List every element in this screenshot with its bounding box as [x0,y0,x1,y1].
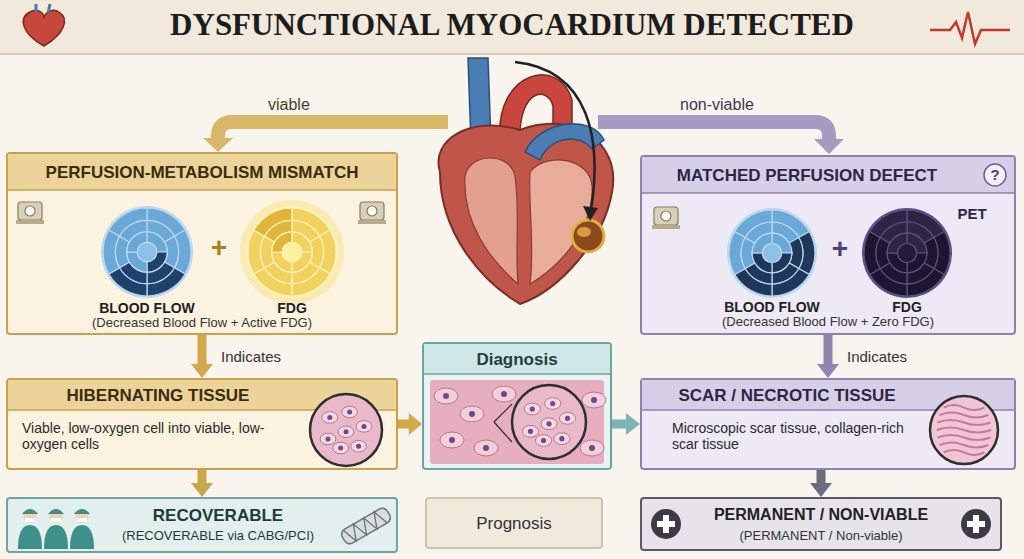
pointer-arrow [515,62,598,221]
connector-shaft [198,335,207,365]
node-text: (RECOVERABLE via CABG/PCI) [103,529,333,544]
prognosis-panel: Prognosis [425,497,603,549]
arrow-head [409,413,422,435]
node-text: ? [983,166,1007,183]
edge-label: Indicates [218,348,284,365]
node-text: PET [942,205,1002,222]
heart-icon [23,4,64,46]
viable-branch-arrow [203,122,448,152]
node-text: BLOOD FLOW [702,299,842,315]
connector-shaft [817,470,826,484]
arrow-head [817,364,839,378]
node-text: Microscopic scar tissue, collagen-rich s… [672,420,924,452]
matched-defect-panel: MATCHED PERFUSION DEFECT? PET + BLOOD FLOW F… [640,155,1016,335]
node-heading: Prognosis [427,514,601,534]
node-text: Viable, low-oxygen cell into viable, low… [22,420,294,452]
connector-arrow [612,413,640,435]
connector-shaft [824,335,833,365]
arrow-head [191,364,213,378]
arrow-head [191,483,213,497]
heart-illustration [438,58,613,304]
node-heading: PERMANENT / NON-VIABLE [687,506,955,524]
node-heading: MATCHED PERFUSION DEFECT [642,166,972,186]
mismatch-panel: PERFUSION-METABOLISM MISMATCH + BLOOD FLOW… [6,152,398,335]
scar-panel: SCAR / NECROTIC TISSUE Microscopic scar t… [640,378,1016,470]
node-heading: RECOVERABLE [103,506,333,526]
node-text: BLOOD FLOW [77,300,217,316]
node-text: (Decreased Blood Flow + Zero FDG) [642,315,1014,330]
title-banner [0,0,1024,54]
node-heading: Diagnosis [424,350,610,370]
arrow-head [626,413,640,435]
node-text: (Decreased Blood Flow + Active FDG) [8,316,396,331]
diagnosis-panel: Diagnosis [422,342,612,470]
recoverable-panel: RECOVERABLE (RECOVERABLE via CABG/PCI) [6,497,398,553]
connector-shaft [398,420,410,429]
connector-shaft [612,420,627,429]
node-heading: HIBERNATING TISSUE [18,386,298,406]
node-heading: PERFUSION-METABOLISM MISMATCH [8,163,396,183]
connector-arrow [191,335,213,378]
connector-arrow [810,470,832,497]
node-text: (PERMANENT / Non-viable) [687,529,955,544]
connector-arrow [398,413,422,435]
ecg-line [930,12,1010,44]
connector-arrow [817,335,839,378]
node-text: + [825,233,855,265]
connector-shaft [198,470,207,484]
branch-label: non-viable [680,96,754,114]
permanent-panel: PERMANENT / NON-VIABLE (PERMANENT / Non-v… [640,497,1002,551]
node-text: FDG [242,300,342,316]
banner-rule [0,53,1024,55]
non-viable-branch-arrow [598,122,844,154]
arrow-head [810,483,832,497]
hibernating-panel: HIBERNATING TISSUE Viable, low-oxygen cel… [6,378,398,470]
node-text: + [204,232,234,264]
node-text: FDG [857,299,957,315]
node-heading: SCAR / NECROTIC TISSUE [642,386,932,406]
connector-arrow [191,470,213,497]
branch-label: viable [268,96,310,114]
diagram-title: DYSFUNCTIONAL MYOCARDIUM DETECTED [0,7,1024,43]
edge-label: Indicates [844,348,910,365]
